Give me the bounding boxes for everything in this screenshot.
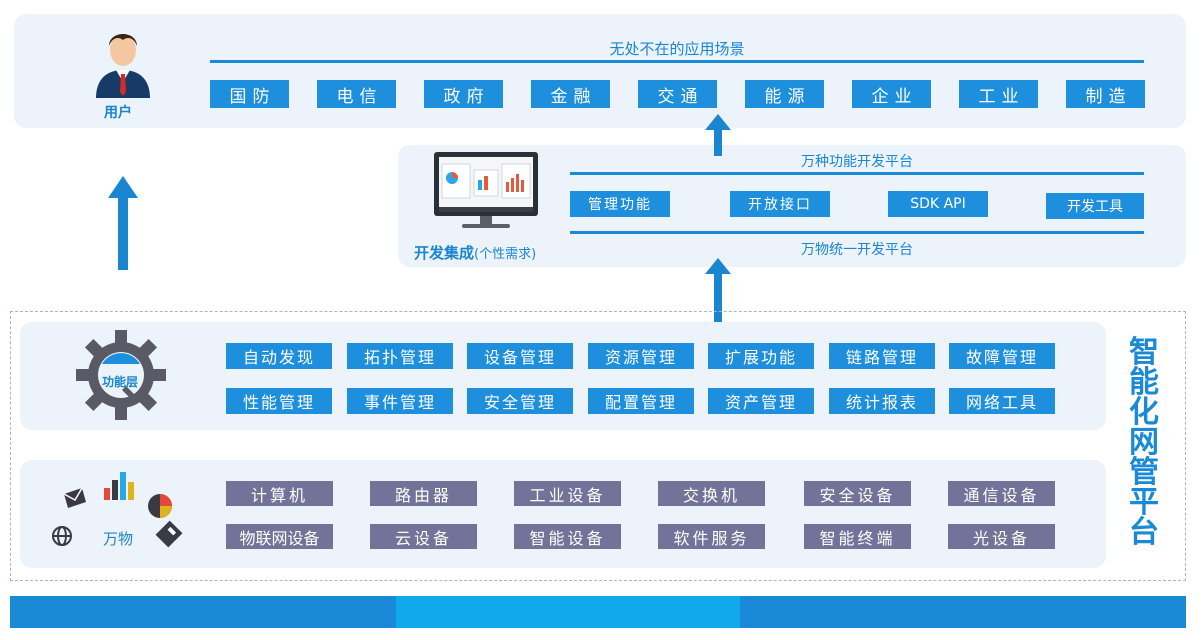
application-scenes-title: 无处不在的应用场景 — [609, 40, 745, 58]
integration-label-bold: 开发集成 — [414, 244, 475, 262]
envelope-icon — [63, 487, 86, 508]
things-icons-cluster — [52, 472, 183, 548]
function-button-row1-6: 故障管理 — [949, 343, 1055, 369]
device-button-row1-3: 交换机 — [658, 481, 765, 506]
function-button-row1-1: 拓扑管理 — [347, 343, 453, 369]
dev-button-management: 管理功能 — [570, 191, 670, 217]
user-avatar-icon — [96, 34, 150, 98]
integration-label-note: (个性需求) — [474, 247, 537, 262]
scene-button-6: 企业 — [852, 80, 931, 108]
platform-title-char: 台 — [1129, 515, 1159, 550]
function-layer-label: 功能层 — [102, 375, 139, 389]
user-label: 用户 — [104, 105, 132, 121]
scene-label: 能源 — [764, 86, 811, 107]
scene-label: 工业 — [978, 86, 1025, 107]
scene-button-3: 金融 — [531, 80, 610, 108]
scene-button-5: 能源 — [745, 80, 824, 108]
bar-chart-icon — [104, 472, 134, 500]
function-button-row2-6: 网络工具 — [949, 388, 1055, 414]
function-button-row2-3: 配置管理 — [588, 388, 694, 414]
scene-label: 企业 — [871, 86, 918, 107]
intelligent-platform-title: 智能化网管平台 — [1124, 338, 1164, 548]
dev-button-open-api: 开放接口 — [730, 191, 830, 217]
platform-title-char: 能 — [1129, 365, 1159, 400]
device-button-row2-4: 智能终端 — [804, 524, 911, 549]
function-button-row1-0: 自动发现 — [226, 343, 332, 369]
device-button-row1-4: 安全设备 — [804, 481, 911, 506]
scene-button-0: 国防 — [210, 80, 289, 108]
monitor-dashboard-icon — [434, 152, 538, 228]
calculator-icon — [155, 520, 183, 548]
bottom-bar-center — [396, 596, 740, 628]
function-button-row1-5: 链路管理 — [829, 343, 935, 369]
function-button-row2-5: 统计报表 — [829, 388, 935, 414]
device-button-row2-2: 智能设备 — [514, 524, 621, 549]
scene-label: 政府 — [443, 86, 490, 107]
platform-title-char: 化 — [1129, 395, 1159, 430]
dev-button-sdk-api: SDK API — [888, 191, 988, 217]
scene-button-7: 工业 — [959, 80, 1038, 108]
globe-icon — [52, 526, 72, 546]
scene-label: 制造 — [1085, 86, 1132, 107]
intelligent-platform-box — [10, 311, 1186, 581]
function-button-row1-3: 资源管理 — [588, 343, 694, 369]
function-platform-title: 万种功能开发平台 — [801, 154, 913, 170]
device-button-row2-0: 物联网设备 — [226, 524, 333, 549]
platform-title-char: 网 — [1129, 425, 1159, 460]
function-platform-top-line — [570, 172, 1144, 175]
function-button-row2-1: 事件管理 — [347, 388, 453, 414]
platform-title-char: 管 — [1129, 455, 1159, 490]
up-arrow-to-scenes — [705, 114, 731, 156]
device-button-row2-5: 光设备 — [948, 524, 1055, 549]
scene-label: 电信 — [336, 86, 383, 107]
platform-title-char: 智 — [1129, 335, 1159, 370]
device-button-row2-3: 软件服务 — [658, 524, 765, 549]
things-layer-panel — [20, 460, 1106, 568]
device-button-row2-1: 云设备 — [370, 524, 477, 549]
platform-title-char: 平 — [1129, 485, 1159, 520]
function-button-row2-4: 资产管理 — [708, 388, 814, 414]
scene-button-8: 制造 — [1066, 80, 1145, 108]
application-scenes-panel — [14, 14, 1186, 128]
device-button-row1-1: 路由器 — [370, 481, 477, 506]
scene-button-1: 电信 — [317, 80, 396, 108]
device-button-row1-5: 通信设备 — [948, 481, 1055, 506]
scenes-divider-line — [210, 60, 1144, 63]
scene-label: 交通 — [657, 86, 704, 107]
things-layer-label: 万物 — [103, 530, 134, 548]
function-button-row1-2: 设备管理 — [467, 343, 573, 369]
device-button-row1-2: 工业设备 — [514, 481, 621, 506]
dev-button-dev-tools: 开发工具 — [1046, 193, 1144, 219]
unified-platform-title: 万物统一开发平台 — [801, 242, 913, 258]
scene-label: 金融 — [550, 86, 597, 107]
gear-wrench-icon — [76, 330, 166, 420]
function-button-row1-4: 扩展功能 — [708, 343, 814, 369]
device-button-row1-0: 计算机 — [226, 481, 333, 506]
scene-label: 国防 — [229, 86, 276, 107]
up-arrow-left — [108, 176, 138, 270]
pie-chart-icon — [148, 494, 172, 518]
function-button-row2-2: 安全管理 — [467, 388, 573, 414]
integration-label: 开发集成(个性需求) — [414, 242, 536, 263]
function-button-row2-0: 性能管理 — [226, 388, 332, 414]
scene-button-2: 政府 — [424, 80, 503, 108]
scene-button-4: 交通 — [638, 80, 717, 108]
function-platform-bottom-line — [570, 231, 1144, 234]
up-arrow-to-platform — [705, 258, 731, 324]
